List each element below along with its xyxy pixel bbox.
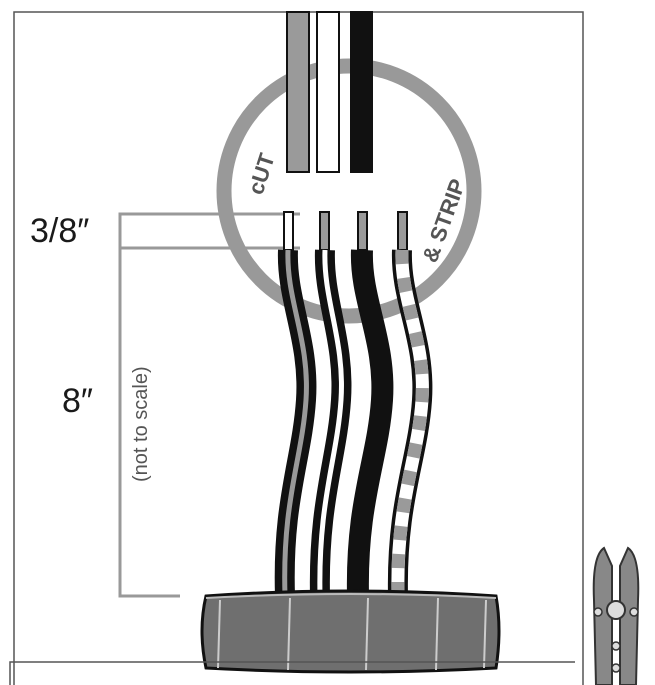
wire-4-dash [391, 249, 429, 597]
dimension-lines [118, 212, 300, 598]
jacket-rim [205, 593, 497, 599]
scale-note-label: (not to scale) [130, 366, 152, 482]
jacket-body [200, 589, 501, 674]
jacket-seam-5 [483, 599, 487, 669]
tool-hole-3 [611, 641, 621, 651]
tool-hole-2 [629, 607, 639, 617]
tool-hole-4 [611, 663, 621, 673]
jacket-seam-1 [217, 599, 221, 669]
wire-3 [346, 249, 394, 597]
detail-circle [216, 58, 482, 324]
jacket-seam-2 [287, 597, 291, 671]
tip-1 [283, 211, 294, 251]
tool-jaw-right [619, 546, 640, 685]
tip-4 [397, 211, 408, 251]
cable-length-label: 8″ [62, 382, 93, 420]
wire-top-black [350, 11, 373, 173]
wire-1-stripe [282, 249, 309, 597]
cut-label: cUT [243, 150, 280, 198]
cable-jacket [200, 589, 501, 674]
insulated-wires [274, 249, 433, 597]
wire-top-gray [286, 11, 310, 173]
wire-top-white [316, 11, 340, 173]
jacket-seam-4 [435, 597, 439, 671]
jacket-seam-3 [365, 597, 369, 671]
strip-dimension-line [118, 212, 300, 250]
strip-length-label: 3/8″ [30, 212, 90, 250]
tip-3 [357, 211, 368, 251]
length-dimension-line [118, 248, 180, 598]
tool-hole-1 [593, 607, 603, 617]
tool-jaw-left [592, 546, 613, 685]
tool-pivot [606, 600, 626, 620]
tip-2 [319, 211, 330, 251]
stripped-tips [283, 211, 408, 251]
crimper-tool-icon [592, 546, 640, 685]
bottom-panel [9, 661, 575, 685]
wire-2-stripe [317, 249, 344, 597]
cut-wires [286, 11, 373, 173]
